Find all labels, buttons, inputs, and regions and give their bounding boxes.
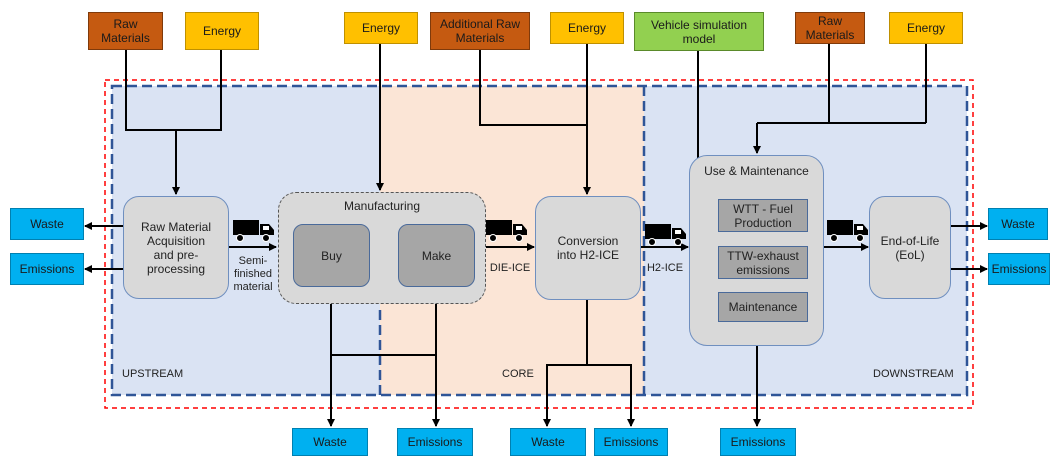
flow-label-h2-ice: H2-ICE xyxy=(646,262,684,274)
output-waste: Waste xyxy=(510,428,586,456)
process-conversion-h2-ice: Conversion into H2-ICE xyxy=(535,196,641,300)
input-energy: Energy xyxy=(550,12,624,44)
region-label-upstream: UPSTREAM xyxy=(122,368,184,380)
input-energy: Energy xyxy=(185,12,259,50)
output-waste: Waste xyxy=(292,428,368,456)
process-end-of-life: End-of-Life (EoL) xyxy=(869,196,951,299)
truck-icon xyxy=(827,220,868,242)
input-raw-materials: Raw Materials xyxy=(795,12,865,44)
region-label-downstream: DOWNSTREAM xyxy=(873,368,954,380)
process-buy: Buy xyxy=(293,224,370,287)
truck-icon xyxy=(645,224,686,246)
process-make: Make xyxy=(398,224,475,287)
use-maintenance-label: Use & Maintenance xyxy=(704,164,809,178)
output-emissions: Emissions xyxy=(720,428,796,456)
output-emissions: Emissions xyxy=(397,428,473,456)
output-emissions: Emissions xyxy=(988,253,1050,285)
output-waste: Waste xyxy=(10,208,84,240)
truck-icon xyxy=(233,220,274,242)
output-emissions: Emissions xyxy=(594,428,668,456)
region-label-core: CORE xyxy=(502,368,534,380)
flow-label-die-ice: DIE-ICE xyxy=(489,262,531,274)
system-boundary-red xyxy=(104,79,974,409)
input-vehicle-simulation-model: Vehicle simulation model xyxy=(634,12,764,51)
output-waste: Waste xyxy=(988,208,1048,240)
truck-icon xyxy=(486,220,527,242)
process-wtt-fuel-production: WTT - Fuel Production xyxy=(718,199,808,232)
input-raw-materials: Raw Materials xyxy=(88,12,163,50)
process-ttw-exhaust-emissions: TTW-exhaust emissions xyxy=(718,246,808,279)
input-energy: Energy xyxy=(344,12,418,44)
input-energy: Energy xyxy=(889,12,963,44)
input-additional-raw-materials: Additional Raw Materials xyxy=(430,12,530,50)
manufacturing-label: Manufacturing xyxy=(343,199,421,213)
output-emissions: Emissions xyxy=(10,253,84,285)
process-maintenance: Maintenance xyxy=(718,292,808,322)
process-raw-material-acquisition: Raw Material Acquisition and pre- proces… xyxy=(123,196,229,299)
flow-label-semi-finished: Semi- finished material xyxy=(233,255,273,293)
system-boundary-blue xyxy=(110,84,969,397)
